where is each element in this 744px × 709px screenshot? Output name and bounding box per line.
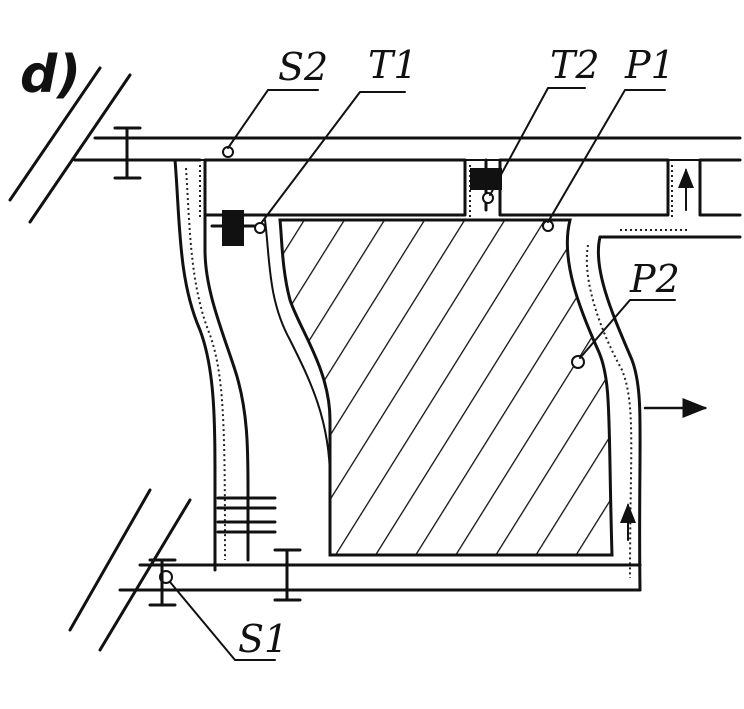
seal-t1 — [210, 210, 266, 246]
point-p2 — [571, 355, 585, 369]
label-s1: S1 — [238, 617, 288, 661]
seal-t2 — [470, 158, 502, 212]
right-wall — [563, 235, 742, 592]
left-channel — [73, 158, 331, 572]
bottom-plate — [118, 496, 642, 607]
label-p2: P2 — [629, 257, 680, 301]
hatched-block — [278, 218, 614, 557]
leader-lines — [169, 87, 676, 661]
label-t2: T2 — [550, 43, 600, 87]
top-break-lines — [8, 66, 132, 224]
label-s2: S2 — [278, 45, 328, 89]
label-t1: T1 — [368, 43, 418, 87]
bottom-break-lines — [68, 488, 192, 652]
label-p1: P1 — [624, 43, 675, 87]
panel-label: d) — [20, 45, 81, 105]
